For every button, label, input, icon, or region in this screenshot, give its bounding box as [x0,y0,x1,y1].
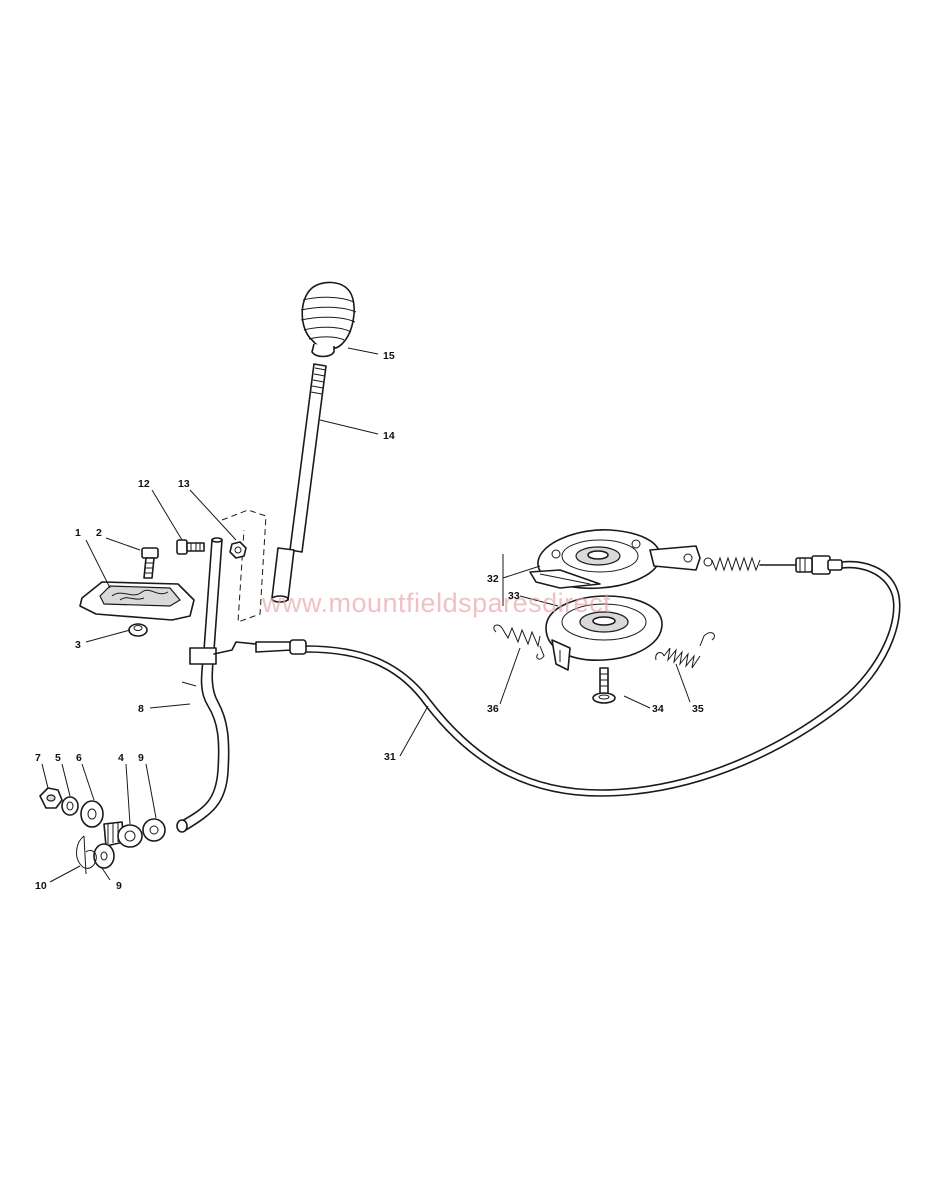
part-33-lower-plate [545,595,663,671]
part-9-washer-lower [93,843,115,869]
part-6-washer [80,800,104,828]
callout-10: 10 [35,880,47,892]
callout-7: 7 [35,752,41,764]
part-12-bolt [176,539,205,555]
part-3-nut [128,623,148,637]
cable-spring [703,556,761,572]
callout-31: 31 [384,751,396,763]
part-8-shift-rod [176,537,257,833]
callout-4: 4 [118,752,124,764]
callout-12: 12 [138,478,150,490]
callout-6: 6 [76,752,82,764]
callout-1: 1 [75,527,81,539]
callout-9a: 9 [138,752,144,764]
part-1-gate-plate [79,581,195,621]
part-13-nut [229,541,247,559]
part-36-spring [493,624,545,660]
assembly-dashed-outline [221,509,267,623]
callout-3: 3 [75,639,81,651]
part-31-cable [255,555,901,797]
callout-14: 14 [383,430,395,442]
callout-2: 2 [96,527,102,539]
part-15-knob [300,281,357,358]
part-34-bolt [592,667,616,704]
callout-36: 36 [487,703,499,715]
part-9-washer-right [142,818,166,842]
part-10-r-clip [76,835,97,875]
part-14-lever-rod [271,363,327,603]
part-4-bush [103,821,143,848]
leader-lines [41,347,691,883]
callout-34: 34 [652,703,664,715]
watermark-text: www.mountfieldsparesdirect [261,588,611,618]
callout-labels: 15 14 12 13 1 2 3 8 7 5 6 4 9 10 9 31 32… [35,350,704,892]
part-35-spring [655,632,715,669]
part-7-nut [39,787,63,809]
part-5-washer [61,796,79,816]
callout-8: 8 [138,703,144,715]
callout-13: 13 [178,478,190,490]
callout-35: 35 [692,703,704,715]
part-2-bolt [141,547,159,579]
callout-5: 5 [55,752,61,764]
callout-15: 15 [383,350,395,362]
part-32-upper-plate [529,529,701,590]
callout-32: 32 [487,573,499,585]
callout-33: 33 [508,590,520,602]
callout-9b: 9 [116,880,122,892]
